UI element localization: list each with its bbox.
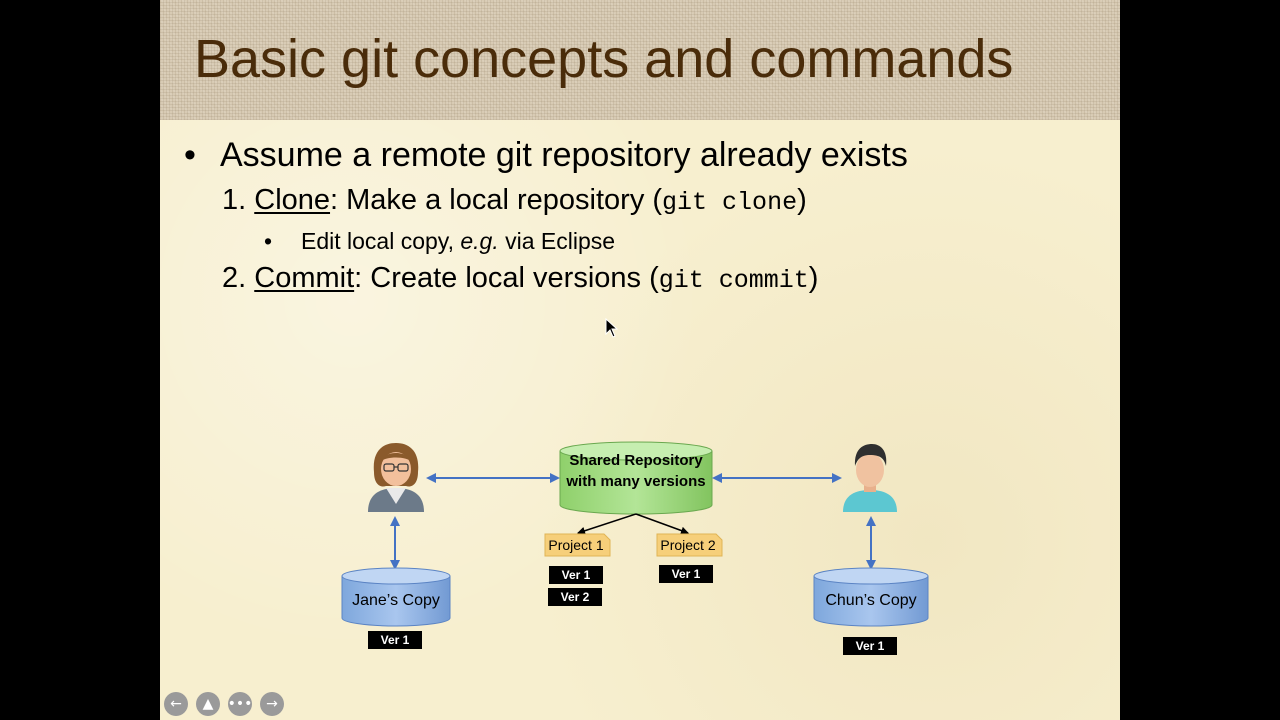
list-number: 2.	[222, 262, 247, 294]
chun-copy-label: Chun’s Copy	[825, 592, 917, 609]
git-diagram: Shared Repository with many versions Pro…	[160, 0, 1120, 720]
sub-bullet-edit: • Edit local copy, e.g. via Eclipse	[264, 228, 615, 255]
paren-close: )	[808, 262, 819, 294]
cmd-git-commit: git commit	[658, 266, 809, 295]
clone-desc: : Make a local repository (	[330, 184, 663, 216]
slide: Basic git concepts and commands • Assume …	[160, 0, 1120, 720]
list-item-clone: 1. Clone: Make a local repository (git c…	[222, 184, 807, 217]
chun-avatar-icon	[843, 444, 897, 512]
arrow-right-icon[interactable]: →	[260, 692, 284, 716]
bullet-dot: •	[184, 136, 196, 174]
mouse-pointer-icon	[605, 318, 619, 338]
project2-version-1: Ver 1	[659, 565, 713, 583]
project2-tag-shape	[656, 533, 723, 557]
shared-repository-cylinder	[559, 441, 713, 515]
project1-tag-shape	[544, 533, 611, 557]
shared-repository-label: Shared Repository with many versions	[566, 452, 706, 490]
project1-label: Project 1	[548, 537, 604, 553]
slideshow-controls: ← ▲ ••• →	[164, 692, 284, 716]
bullet-main-text: Assume a remote git repository already e…	[220, 136, 908, 174]
sub-text-pre: Edit local copy,	[301, 228, 461, 254]
arrow-left-icon[interactable]: ←	[164, 692, 188, 716]
sub-text-em: e.g.	[460, 228, 499, 254]
slide-content: • Assume a remote git repository already …	[160, 0, 1120, 720]
list-number: 1.	[222, 184, 247, 216]
term-clone: Clone	[254, 184, 331, 216]
pen-icon[interactable]: ▲	[196, 692, 220, 716]
list-item-commit: 2. Commit: Create local versions (git co…	[222, 262, 818, 295]
project2-label: Project 2	[660, 537, 716, 553]
jane-copy-cylinder	[341, 567, 451, 627]
arrow-project2	[635, 513, 689, 535]
jane-copy-version: Ver 1	[368, 631, 422, 649]
more-icon[interactable]: •••	[228, 692, 252, 716]
slide-title: Basic git concepts and commands	[194, 29, 1014, 89]
sub-text-post: via Eclipse	[498, 228, 616, 254]
cmd-git-clone: git clone	[662, 188, 798, 217]
slide-header: Basic git concepts and commands	[160, 0, 1120, 120]
jane-avatar-icon	[368, 443, 424, 512]
bullet-main: • Assume a remote git repository already …	[184, 136, 908, 175]
project1-version-2: Ver 2	[548, 588, 602, 606]
commit-desc: : Create local versions (	[354, 262, 659, 294]
bullet-dot: •	[264, 228, 273, 254]
arrow-project1	[577, 513, 637, 535]
chun-copy-version: Ver 1	[843, 637, 897, 655]
jane-copy-label: Jane’s Copy	[352, 592, 440, 609]
paren-close: )	[797, 184, 807, 216]
project1-version-1: Ver 1	[549, 566, 603, 584]
term-commit: Commit	[254, 262, 355, 294]
chun-copy-cylinder	[813, 567, 929, 627]
diagram-graphics	[341, 441, 929, 627]
